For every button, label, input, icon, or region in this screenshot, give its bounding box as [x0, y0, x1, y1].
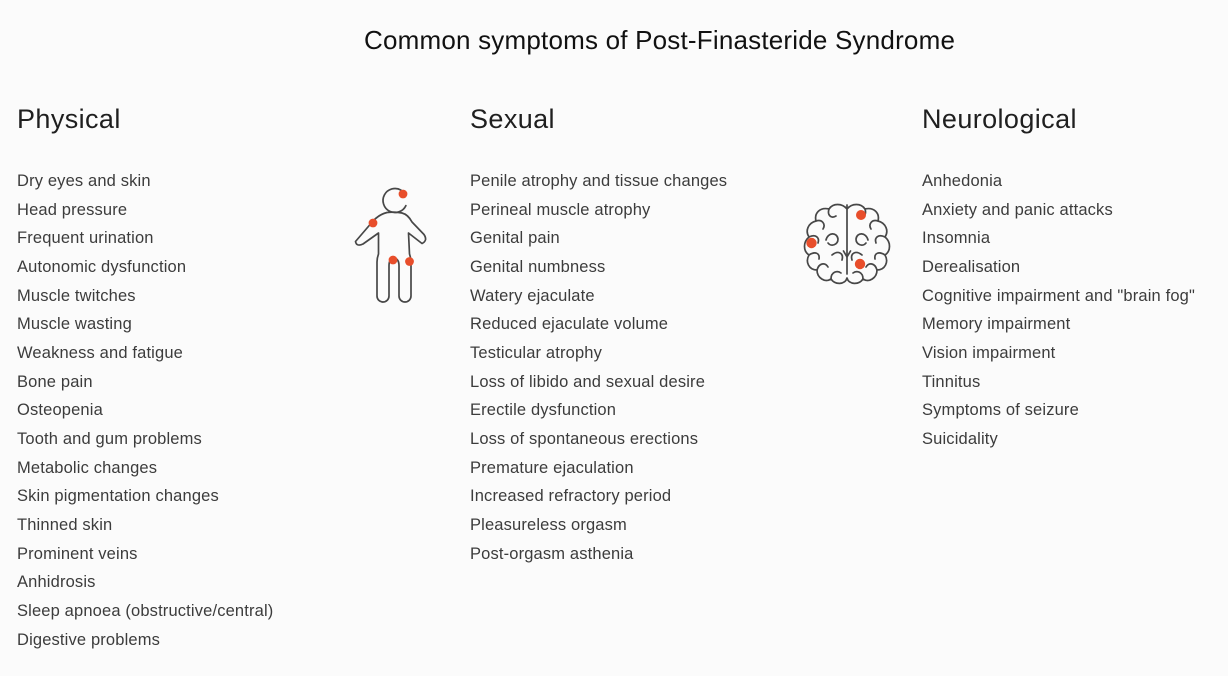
symptom-dot [856, 210, 866, 220]
symptom-item: Insomnia [922, 229, 991, 248]
column-heading-neurological: Neurological [922, 104, 1077, 134]
symptom-item: Genital numbness [470, 257, 606, 276]
symptom-item: Prominent veins [17, 544, 138, 563]
column-heading-physical: Physical [17, 104, 121, 134]
symptom-item: Tooth and gum problems [17, 429, 202, 448]
symptom-item: Memory impairment [922, 315, 1071, 334]
symptom-item: Loss of libido and sexual desire [470, 372, 706, 391]
symptom-item: Vision impairment [922, 343, 1056, 362]
symptom-item: Suicidality [922, 429, 998, 448]
symptom-dot [368, 218, 378, 228]
column-heading-sexual: Sexual [470, 104, 555, 134]
symptom-item: Premature ejaculation [470, 458, 634, 477]
symptom-item: Tinnitus [922, 372, 981, 391]
symptom-item: Bone pain [17, 372, 93, 391]
symptom-item: Anhedonia [922, 172, 1003, 190]
symptom-item: Pleasureless orgasm [470, 515, 627, 534]
symptom-item: Penile atrophy and tissue changes [470, 172, 728, 190]
symptom-item: Loss of spontaneous erections [470, 429, 699, 448]
symptom-item: Head pressure [17, 200, 128, 219]
brain-icon [803, 203, 891, 285]
symptom-item: Anhidrosis [17, 573, 96, 592]
symptom-item: Post-orgasm asthenia [470, 544, 634, 563]
symptom-item: Perineal muscle atrophy [470, 200, 651, 219]
symptom-dot [854, 258, 866, 270]
human-body-icon [354, 187, 427, 303]
symptom-item: Symptoms of seizure [922, 401, 1079, 420]
symptom-dot [806, 237, 817, 249]
symptom-item: Frequent urination [17, 229, 154, 248]
symptom-item: Metabolic changes [17, 458, 158, 477]
symptom-item: Digestive problems [17, 630, 161, 649]
symptom-item: Skin pigmentation changes [17, 487, 219, 506]
symptom-item: Thinned skin [17, 515, 113, 534]
symptom-item: Cognitive impairment and "brain fog" [922, 286, 1196, 305]
symptom-item: Reduced ejaculate volume [470, 315, 669, 334]
symptom-item: Weakness and fatigue [17, 343, 183, 362]
symptom-item: Genital pain [470, 229, 560, 248]
symptom-dot [398, 189, 408, 199]
symptom-item: Autonomic dysfunction [17, 257, 187, 276]
symptom-item: Dry eyes and skin [17, 172, 151, 190]
page-title: Common symptoms of Post-Finasteride Synd… [364, 25, 956, 55]
symptom-item: Muscle twitches [17, 286, 136, 305]
symptom-item: Erectile dysfunction [470, 401, 617, 420]
symptom-item: Anxiety and panic attacks [922, 200, 1113, 219]
symptom-item: Osteopenia [17, 401, 103, 420]
symptom-dot [388, 255, 398, 265]
symptom-dot [405, 257, 414, 266]
symptom-item: Sleep apnoea (obstructive/central) [17, 601, 274, 620]
symptom-item: Derealisation [922, 257, 1021, 276]
symptom-item: Muscle wasting [17, 315, 132, 334]
symptom-item: Testicular atrophy [470, 343, 603, 362]
symptom-item: Increased refractory period [470, 487, 672, 506]
symptom-item: Watery ejaculate [470, 286, 595, 305]
